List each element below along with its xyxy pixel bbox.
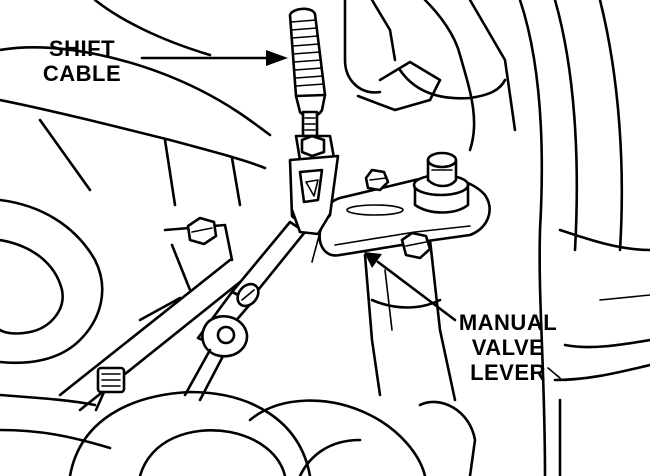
background-upper-right	[343, 0, 624, 476]
ball-joint	[183, 315, 249, 402]
leader-lines	[140, 50, 561, 379]
manual-valve-lever-label: MANUAL VALVE LEVER	[448, 310, 568, 385]
bottom-housing	[68, 390, 477, 476]
cable-end-fitting	[288, 110, 340, 236]
bracket-bolt	[186, 216, 218, 246]
background-right	[553, 228, 650, 476]
support-post	[363, 238, 457, 402]
shift-cable-label: SHIFT CABLE	[26, 36, 138, 86]
shift-cable-arrowhead	[266, 50, 288, 66]
manual-valve-lever-arrowhead	[364, 252, 382, 268]
shift-cable-boot	[288, 7, 327, 118]
tube-left	[0, 198, 104, 365]
manual-valve-lever-label-line2: VALVE	[471, 335, 545, 360]
post-bolt	[400, 231, 432, 260]
manual-valve-lever-label-line3: LEVER	[470, 360, 546, 385]
background-upper-left	[0, 0, 272, 207]
shift-cable-label-line1: SHIFT	[48, 36, 116, 61]
manual-valve-lever-label-line1: MANUAL	[458, 310, 558, 335]
lever-side-bolt	[364, 168, 390, 192]
lever-nut	[412, 151, 470, 214]
shift-cable-label-line2: CABLE	[42, 61, 122, 86]
lower-bolt	[94, 366, 126, 412]
